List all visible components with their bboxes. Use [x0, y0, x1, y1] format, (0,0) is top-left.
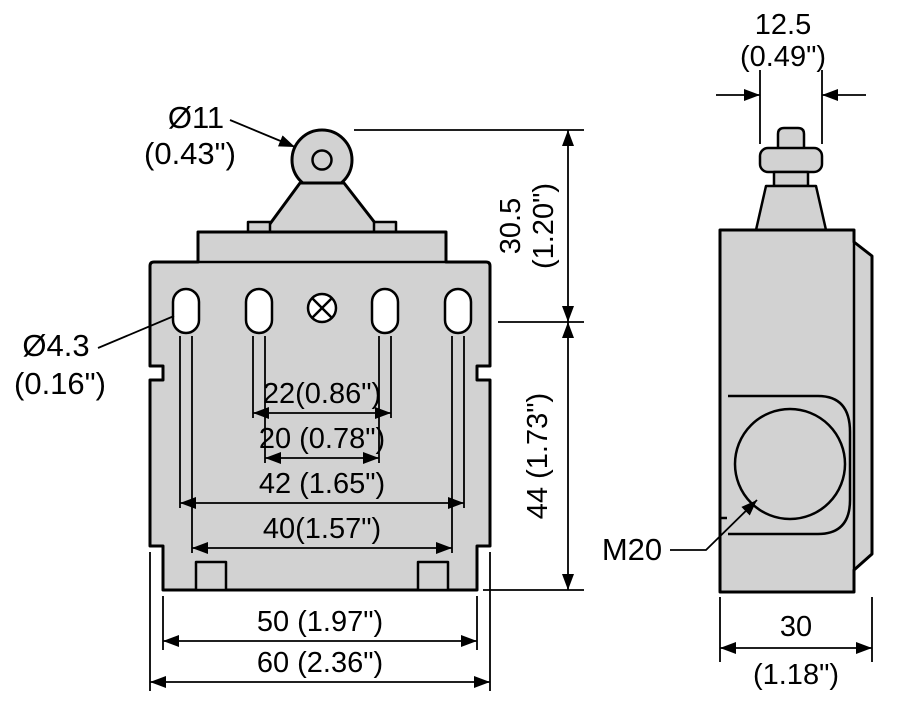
mounting-hole-inner-right	[370, 287, 400, 335]
label-roller-diameter-inches: (0.43")	[144, 136, 236, 171]
dim-text-30-inches: (1.18")	[753, 659, 839, 691]
label-hole-diameter-inches: (0.16")	[14, 366, 106, 401]
mounting-hole-inner-left	[244, 287, 274, 335]
plunger-neck	[772, 170, 810, 188]
leader-roller-diameter	[229, 119, 296, 148]
side-view	[718, 126, 874, 594]
plunger-collar	[758, 146, 824, 174]
mounting-hole-outer-right	[443, 287, 473, 335]
dim-text-12p5-inches: (0.49")	[740, 41, 826, 73]
dim-text-40: 40(1.57")	[263, 513, 381, 545]
mounting-hole-outer-left	[171, 287, 201, 335]
roller-lever-head	[262, 181, 384, 234]
foot-right	[416, 560, 450, 592]
side-view-dimensions: 12.5 (0.49") 30 (1.18") M20	[602, 9, 873, 691]
label-roller-diameter: Ø11	[168, 100, 224, 135]
leader-conduit	[670, 499, 758, 551]
label-hole-diameter: Ø4.3	[22, 328, 89, 363]
dim-text-20: 20 (0.78")	[259, 423, 385, 455]
dim-text-60: 60 (2.36")	[257, 647, 383, 679]
dim-text-22: 22(0.86")	[263, 378, 381, 410]
plunger-tip	[776, 126, 806, 152]
plunger-housing	[754, 184, 828, 232]
foot-left	[194, 560, 228, 592]
dim-text-30p5: 30.5(1.20")	[495, 183, 560, 269]
cover-screw-cross-2	[311, 297, 333, 319]
conduit-entry-circle	[733, 407, 847, 521]
label-conduit-thread: M20	[602, 532, 662, 567]
roller-pin	[311, 149, 333, 171]
dim-text-30: 30	[780, 611, 812, 643]
front-view-dimensions: 22(0.86") 20 (0.78") 42 (1.65") 40(1.57"…	[14, 100, 584, 691]
dim-text-44: 44 (1.73")	[522, 393, 554, 519]
dim-text-12p5: 12.5	[755, 9, 811, 41]
conduit-boss-outline	[728, 394, 852, 536]
dim-text-50: 50 (1.97")	[257, 606, 383, 638]
switch-body-side	[718, 228, 874, 594]
dim-text-42: 42 (1.65")	[259, 468, 385, 500]
leader-hole-diameter	[97, 315, 175, 349]
